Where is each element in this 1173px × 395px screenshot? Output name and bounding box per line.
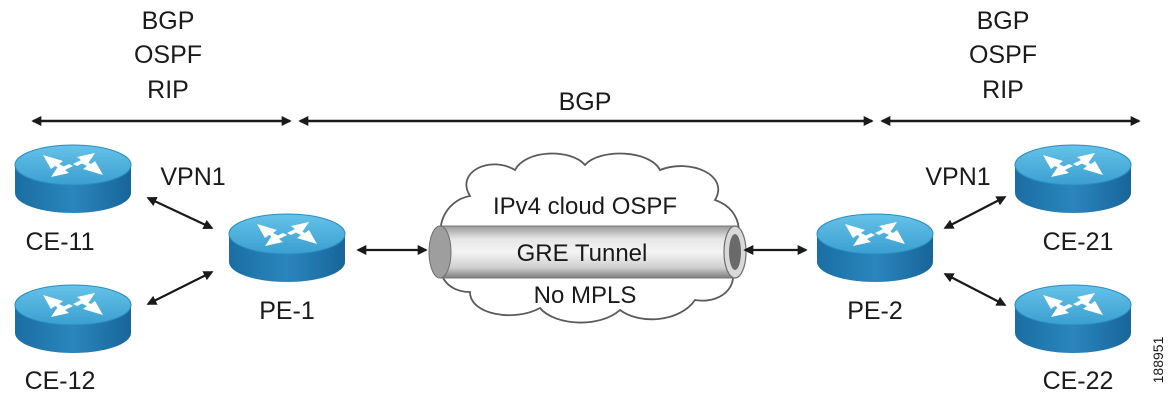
right-vpn-label: VPN1	[925, 163, 990, 191]
left-protocol-ospf: OSPF	[134, 41, 202, 69]
gre-tunnel-icon	[428, 225, 747, 279]
link-pe2-ce22	[943, 273, 1007, 306]
router-ce11-icon	[14, 144, 132, 214]
cloud-title: IPv4 cloud OSPF	[493, 193, 677, 220]
left-protocol-bgp: BGP	[142, 7, 195, 35]
link-ce12-pe1	[146, 271, 214, 305]
router-pe2-label: PE-2	[847, 297, 903, 325]
link-pe2-ce21	[943, 196, 1007, 229]
router-ce21-label: CE-21	[1043, 228, 1114, 256]
center-protocol-bgp: BGP	[559, 88, 612, 116]
router-pe1-icon	[228, 213, 346, 283]
right-protocol-bgp: BGP	[977, 7, 1030, 35]
left-vpn-label: VPN1	[160, 163, 225, 191]
router-ce11-label: CE-11	[25, 228, 94, 256]
right-protocol-ospf: OSPF	[969, 41, 1037, 69]
link-ce11-pe1	[146, 197, 214, 229]
router-ce22-icon	[1014, 284, 1132, 354]
router-pe1-label: PE-1	[259, 297, 315, 325]
left-protocol-rip: RIP	[147, 76, 189, 104]
router-pe2-icon	[816, 213, 934, 283]
right-protocol-rip: RIP	[982, 76, 1024, 104]
router-ce21-icon	[1014, 144, 1132, 214]
router-ce12-label: CE-12	[25, 367, 96, 395]
cloud-note: No MPLS	[534, 282, 637, 309]
figure-id: 188951	[1150, 336, 1166, 383]
router-ce12-icon	[14, 284, 132, 354]
router-ce22-label: CE-22	[1043, 367, 1114, 395]
tunnel-label: GRE Tunnel	[517, 240, 648, 267]
